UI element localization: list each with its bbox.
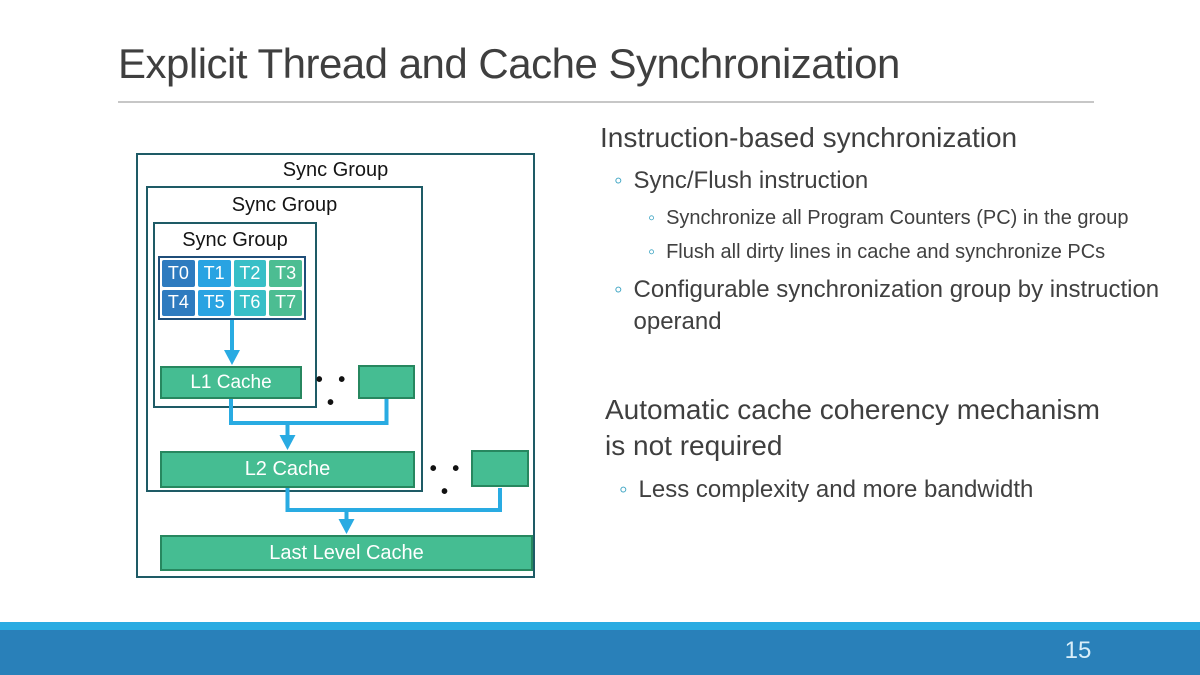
- bullet-sync-flush: ◦ Sync/Flush instruction: [614, 165, 1188, 197]
- title-divider: [118, 101, 1094, 103]
- thread-t7: T7: [269, 289, 302, 316]
- bullet-configurable-group: ◦ Configurable synchronization group by …: [614, 274, 1188, 337]
- instruction-section: Instruction-based synchronization ◦ Sync…: [600, 120, 1188, 337]
- circle-bullet-icon: ◦: [614, 276, 623, 304]
- l1-cache-box: L1 Cache: [160, 366, 302, 399]
- circle-bullet-icon: ◦: [648, 241, 656, 264]
- bullet-less-complexity: ◦ Less complexity and more bandwidth: [619, 474, 1105, 506]
- sync-group-outer-box: [136, 153, 535, 578]
- circle-bullet-icon: ◦: [648, 207, 656, 230]
- sync-group-middle-label: Sync Group: [231, 194, 338, 216]
- last-level-cache-box: Last Level Cache: [160, 535, 533, 571]
- thread-t2: T2: [233, 260, 267, 287]
- l1-ellipsis: • • •: [315, 369, 351, 414]
- instruction-heading: Instruction-based synchronization: [600, 122, 1018, 153]
- sync-group-outer-label: Sync Group: [282, 159, 389, 181]
- sync-group-middle-box: [146, 186, 423, 492]
- l2-cache-box: L2 Cache: [160, 451, 415, 488]
- page-number: 15: [1064, 637, 1092, 664]
- bullet-sync-pcs: ◦ Synchronize all Program Counters (PC) …: [648, 205, 1188, 231]
- footer-bar: [0, 630, 1200, 675]
- bullet-flush-lines: ◦ Flush all dirty lines in cache and syn…: [648, 239, 1188, 265]
- thread-t1: T1: [197, 260, 231, 287]
- thread-t4: T4: [162, 289, 195, 316]
- bullet-text: Synchronize all Program Counters (PC) in…: [666, 207, 1129, 230]
- bullet-text: Flush all dirty lines in cache and synch…: [666, 241, 1106, 264]
- thread-t5: T5: [197, 289, 231, 316]
- l1-cache-peer-box: [358, 365, 415, 399]
- bullet-text: Less complexity and more bandwidth: [638, 475, 1034, 503]
- coherency-section: Automatic cache coherency mechanism is n…: [605, 392, 1105, 505]
- bullet-text: Configurable synchronization group by in…: [633, 276, 1160, 335]
- thread-t6: T6: [233, 289, 267, 316]
- coherency-heading: Automatic cache coherency mechanism is n…: [605, 394, 1100, 462]
- circle-bullet-icon: ◦: [619, 475, 628, 503]
- thread-grid: T0 T1 T2 T3 T4 T5 T6 T7: [158, 256, 306, 320]
- footer-accent-strip: [0, 622, 1200, 630]
- slide-title: Explicit Thread and Cache Synchronizatio…: [118, 40, 900, 87]
- circle-bullet-icon: ◦: [614, 167, 623, 195]
- bullet-text: Sync/Flush instruction: [633, 167, 869, 195]
- thread-t0: T0: [162, 260, 195, 287]
- sync-group-inner-label: Sync Group: [182, 229, 288, 251]
- l2-cache-peer-box: [471, 450, 529, 487]
- l2-ellipsis: • • •: [429, 458, 465, 503]
- thread-t3: T3: [269, 260, 302, 287]
